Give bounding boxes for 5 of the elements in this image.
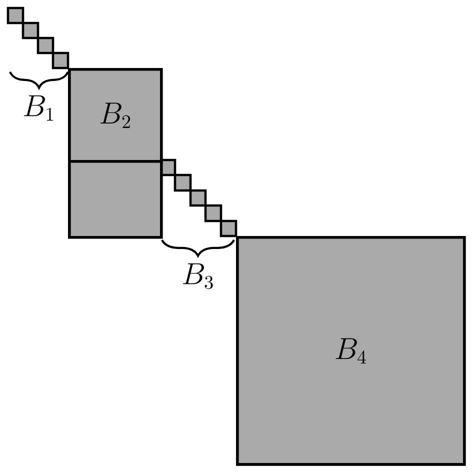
matrix-block: $B_2$ — [68, 68, 163, 163]
brace-label: $B_3$ — [182, 263, 213, 290]
block-box — [68, 160, 163, 239]
matrix-block: $B_4$ — [236, 236, 466, 466]
brace-label: $B_1$ — [24, 95, 54, 121]
